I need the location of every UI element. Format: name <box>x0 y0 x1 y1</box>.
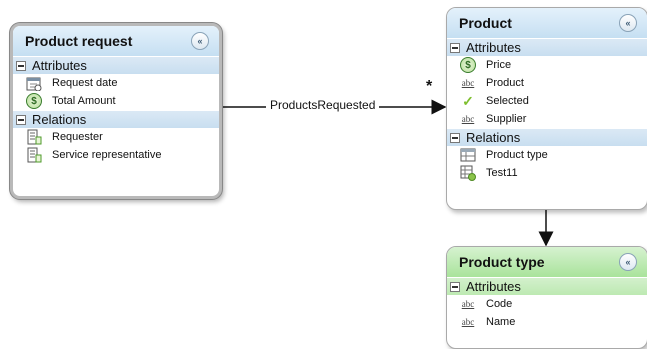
section-label: Attributes <box>466 40 521 55</box>
attribute-label: Code <box>486 298 513 310</box>
checkmark-icon: ✓ <box>462 92 474 109</box>
calendar-icon <box>25 75 43 91</box>
entity-header[interactable]: Product type « <box>447 247 647 277</box>
text-icon: abc <box>461 114 475 124</box>
section-label: Attributes <box>466 279 521 294</box>
entity-product-request[interactable]: Product request « Attributes Request dat… <box>10 23 222 199</box>
collapse-section-icon[interactable] <box>450 132 460 143</box>
attribute-row[interactable]: abc Name <box>447 313 647 331</box>
attribute-label: Total Amount <box>52 95 116 107</box>
relation-row[interactable]: Product type <box>447 146 647 164</box>
attributes-section-header[interactable]: Attributes <box>447 278 647 295</box>
collapse-icon[interactable]: « <box>619 14 637 32</box>
entity-title: Product request <box>25 33 133 49</box>
collapse-section-icon[interactable] <box>16 60 26 71</box>
entity-product-type[interactable]: Product type « Attributes abc Code abc N… <box>446 246 647 349</box>
collapse-section-icon[interactable] <box>450 42 460 53</box>
reference-icon <box>25 129 43 145</box>
attribute-label: Name <box>486 316 516 328</box>
attribute-row[interactable]: abc Supplier <box>447 110 647 128</box>
relation-row[interactable]: Service representative <box>13 146 219 164</box>
currency-icon: $ <box>459 57 477 73</box>
text-icon: abc <box>461 299 475 309</box>
attribute-row[interactable]: abc Product <box>447 74 647 92</box>
multiplicity-label: * <box>426 78 433 95</box>
table-link-icon <box>459 165 477 181</box>
attribute-label: Request date <box>52 77 118 89</box>
attribute-row[interactable]: $ Price <box>447 56 647 74</box>
relation-label: Product type <box>486 149 548 161</box>
table-icon <box>459 147 477 163</box>
connector-label: ProductsRequested <box>266 98 380 112</box>
entity-title: Product type <box>459 254 545 270</box>
relation-label: Test11 <box>486 167 518 179</box>
attribute-row[interactable]: Request date <box>13 74 219 92</box>
attribute-label: Supplier <box>486 113 527 125</box>
attribute-row[interactable]: $ Total Amount <box>13 92 219 110</box>
collapse-section-icon[interactable] <box>16 114 26 125</box>
attributes-section-header[interactable]: Attributes <box>13 57 219 74</box>
attribute-label: Product <box>486 77 524 89</box>
reference-icon <box>25 147 43 163</box>
currency-icon: $ <box>25 93 43 109</box>
collapse-section-icon[interactable] <box>450 281 460 292</box>
relations-section-header[interactable]: Relations <box>447 129 647 146</box>
collapse-icon[interactable]: « <box>191 32 209 50</box>
section-label: Attributes <box>32 58 87 73</box>
attribute-row[interactable]: abc Code <box>447 295 647 313</box>
relations-section-header[interactable]: Relations <box>13 111 219 128</box>
attribute-label: Selected <box>486 95 529 107</box>
attribute-label: Price <box>486 59 512 71</box>
section-label: Relations <box>32 112 87 127</box>
collapse-icon[interactable]: « <box>619 253 637 271</box>
relation-label: Requester <box>52 131 103 143</box>
attributes-section-header[interactable]: Attributes <box>447 39 647 56</box>
text-icon: abc <box>461 78 475 88</box>
attribute-row[interactable]: ✓ Selected <box>447 92 647 110</box>
text-icon: abc <box>461 317 475 327</box>
entity-header[interactable]: Product « <box>447 8 647 38</box>
relation-row[interactable]: Test11 <box>447 164 647 182</box>
entity-header[interactable]: Product request « <box>13 26 219 56</box>
entity-product[interactable]: Product « Attributes $ Price abc Product… <box>446 7 647 210</box>
relation-label: Service representative <box>52 149 162 161</box>
entity-title: Product <box>459 15 512 31</box>
section-label: Relations <box>466 130 521 145</box>
relation-row[interactable]: Requester <box>13 128 219 146</box>
